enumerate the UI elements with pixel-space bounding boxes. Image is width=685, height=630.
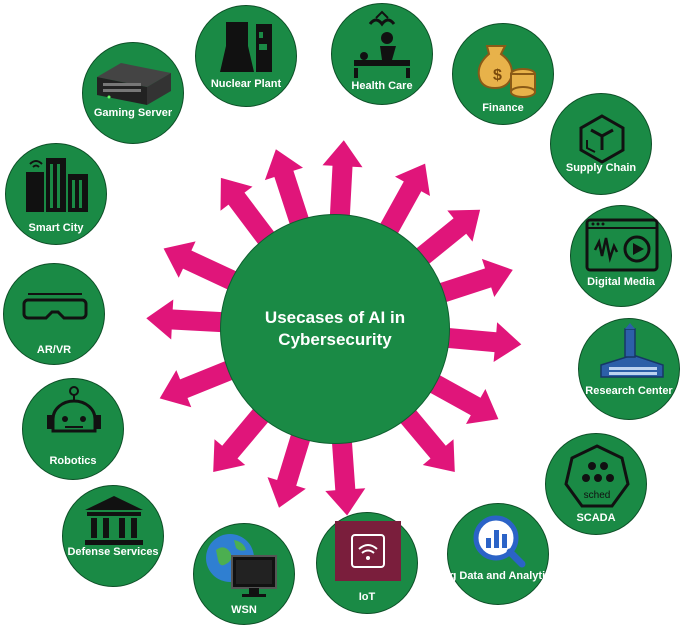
- arrow-to-scada: [425, 372, 499, 424]
- node-label: Health Care: [351, 80, 413, 92]
- node-digital-media: Digital Media: [570, 205, 672, 307]
- node-research-center: Research Center: [578, 318, 680, 420]
- arrow-to-finance: [378, 163, 430, 237]
- scada-sublabel: sched: [584, 490, 611, 501]
- node-finance: $ Finance: [452, 23, 554, 125]
- gaming-server-icon: [97, 63, 171, 105]
- arrow-to-iot: [325, 437, 366, 516]
- svg-text:$: $: [493, 67, 502, 84]
- arrow-to-defense: [213, 405, 271, 472]
- node-label: SCADA: [576, 512, 616, 524]
- arrow-to-research-center: [442, 322, 522, 362]
- node-label: Robotics: [49, 455, 97, 467]
- center-title: Usecases of AI in Cybersecurity: [264, 308, 406, 349]
- defense-icon: [85, 496, 143, 545]
- arrow-to-supply-chain: [413, 209, 481, 267]
- node-supply-chain: Supply Chain: [550, 93, 652, 195]
- wsn-icon: [206, 534, 277, 597]
- node-iot: IoT: [316, 512, 418, 614]
- smart-city-icon: [26, 158, 88, 212]
- arrow-to-wsn: [267, 430, 312, 508]
- node-label: Digital Media: [587, 276, 655, 288]
- health-care-icon: [354, 10, 410, 78]
- node-label: Big Data and Analytics: [438, 570, 558, 582]
- node-health-care: Health Care: [331, 3, 433, 105]
- arrow-to-health-care: [322, 140, 363, 219]
- node-label: WSN: [231, 604, 257, 616]
- scada-icon: sched: [564, 444, 630, 508]
- node-wsn: WSN: [193, 523, 295, 625]
- arrow-to-digital-media: [435, 258, 513, 304]
- robotics-icon: [47, 386, 101, 433]
- big-data-icon: [473, 515, 526, 568]
- arrow-to-robotics: [159, 359, 236, 408]
- arrow-to-smart-city: [163, 241, 239, 291]
- node-scada: sched SCADA: [545, 433, 647, 535]
- nuclear-plant-icon: [220, 22, 272, 72]
- center-circle: Usecases of AI in Cybersecurity: [220, 214, 450, 444]
- node-label: Gaming Server: [93, 107, 173, 119]
- node-label: Smart City: [28, 222, 84, 234]
- node-label: Finance: [482, 102, 524, 114]
- iot-icon: [335, 521, 401, 581]
- node-label: Defense Services: [67, 546, 159, 558]
- arrow-to-nuclear-plant: [264, 149, 310, 227]
- arrow-to-big-data: [397, 405, 455, 472]
- ar-vr-icon: [22, 293, 88, 320]
- finance-icon: $: [477, 45, 536, 98]
- node-gaming-server: Gaming Server: [82, 42, 184, 144]
- node-nuclear-plant: Nuclear Plant: [195, 5, 297, 107]
- node-smart-city: Smart City: [5, 143, 107, 245]
- node-big-data: Big Data and Analytics: [439, 503, 557, 605]
- digital-media-icon: [585, 218, 659, 272]
- node-defense: Defense Services: [62, 485, 164, 587]
- node-robotics: Robotics: [22, 378, 124, 480]
- arrow-to-ar-vr: [146, 299, 225, 340]
- node-label: IoT: [358, 591, 376, 603]
- node-ar-vr: AR/VR: [3, 263, 105, 365]
- node-label: Supply Chain: [565, 162, 637, 174]
- research-center-icon: [600, 323, 664, 378]
- node-label: Nuclear Plant: [210, 78, 282, 90]
- node-label: AR/VR: [36, 344, 72, 356]
- supply-chain-icon: [579, 114, 625, 164]
- arrow-to-gaming-server: [220, 177, 276, 247]
- node-label: Research Center: [585, 385, 673, 397]
